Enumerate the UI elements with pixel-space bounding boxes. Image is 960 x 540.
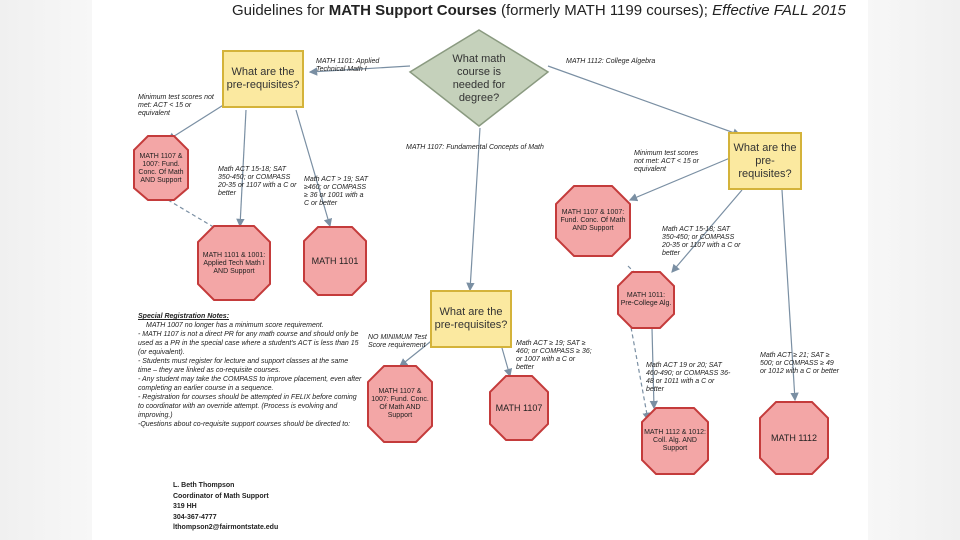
octagon-l2 bbox=[197, 225, 271, 301]
octagon-r3-label: MATH 1112 & 1012: Coll. Alg. AND Support bbox=[644, 429, 706, 452]
arrow-diamond-middle bbox=[466, 127, 481, 292]
right-margin bbox=[868, 0, 960, 540]
title-middle: (formerly MATH 1199 courses); bbox=[496, 2, 713, 19]
contact-room: 319 HH bbox=[173, 503, 197, 510]
note-line: -Questions about co-requisite support co… bbox=[138, 421, 351, 428]
arrow-right-to-r1 bbox=[628, 157, 731, 202]
prereq-box-right: What are the pre-requisites? bbox=[728, 132, 802, 190]
contact-block: L. Beth Thompson Coordinator of Math Sup… bbox=[173, 481, 373, 534]
arrow-r2-to-r3b bbox=[625, 299, 651, 422]
arrow-diamond-left bbox=[308, 65, 411, 76]
left-margin bbox=[0, 0, 92, 540]
octagon-m2 bbox=[489, 375, 549, 441]
decision-diamond bbox=[408, 29, 550, 127]
prereq-box-middle: What are the pre-requisites? bbox=[430, 290, 512, 348]
notes-heading: Special Registration Notes: bbox=[138, 313, 230, 320]
arrow-left-to-l2 bbox=[236, 109, 247, 228]
note-line: - Any student may take the COMPASS to im… bbox=[138, 376, 362, 392]
condition-left-high: Math ACT > 19; SAT ≥460; or COMPASS ≥ 36… bbox=[304, 176, 368, 207]
octagon-l3-label: MATH 1101 bbox=[311, 255, 359, 266]
contact-phone: 304-367-4777 bbox=[173, 513, 217, 521]
octagon-r1-label: MATH 1107 & 1007: Fund. Conc. Of Math AN… bbox=[560, 209, 626, 232]
contact-role: Coordinator of Math Support bbox=[173, 492, 269, 500]
note-line: MATH 1007 no longer has a minimum score … bbox=[146, 322, 324, 329]
condition-right-high: Math ACT ≥ 21; SAT ≥ 500; or COMPASS ≥ 4… bbox=[760, 352, 839, 375]
arrow-r2-to-r3 bbox=[649, 327, 659, 410]
octagon-l1-label: MATH 1107 & 1007: Fund. Conc. Of Math AN… bbox=[138, 153, 184, 184]
branch-label-middle: MATH 1107: Fundamental Concepts of Math bbox=[406, 144, 544, 151]
contact-name: L. Beth Thompson bbox=[173, 482, 235, 489]
arrow-left-to-l1 bbox=[166, 103, 226, 141]
condition-right-mid2: Math ACT 19 or 20; SAT 460-490; or COMPA… bbox=[646, 362, 731, 393]
condition-left-min: Minimum test scores not met: ACT < 15 or… bbox=[138, 94, 214, 117]
octagon-r4-label: MATH 1112 bbox=[770, 432, 817, 443]
octagon-m1 bbox=[367, 365, 433, 443]
page-title: Guidelines for MATH Support Courses (for… bbox=[232, 2, 846, 24]
octagon-r2-label: MATH 1011: Pre-College Alg. bbox=[620, 292, 672, 307]
octagon-l3 bbox=[303, 226, 367, 296]
condition-middle-high: Math ACT ≥ 19; SAT ≥ 460; or COMPASS ≥ 3… bbox=[516, 340, 592, 371]
note-line: - MATH 1107 is not a direct PR for any m… bbox=[138, 331, 359, 356]
registration-notes: Special Registration Notes: MATH 1007 no… bbox=[138, 312, 362, 429]
arrow-left-to-l3 bbox=[295, 109, 333, 228]
arrow-right-to-r2 bbox=[671, 189, 743, 273]
condition-left-mid: Math ACT 15-18; SAT 350-450; or COMPASS … bbox=[218, 166, 297, 197]
condition-middle-none: NO MINIMUM Test Score requirement bbox=[368, 334, 427, 349]
title-prefix: Guidelines for bbox=[232, 2, 329, 19]
octagon-r3 bbox=[641, 407, 709, 475]
note-line: - Students must register for lecture and… bbox=[138, 358, 349, 374]
octagon-r1 bbox=[555, 185, 631, 257]
octagon-m2-label: MATH 1107 bbox=[495, 402, 543, 413]
octagon-r2 bbox=[617, 271, 675, 329]
condition-right-min: Minimum test scores not met: ACT < 15 or… bbox=[634, 150, 699, 173]
arrow-l1-to-l2 bbox=[167, 199, 234, 239]
contact-email[interactable]: lthompson2@fairmontstate.edu bbox=[173, 524, 279, 531]
arrow-diamond-right bbox=[547, 65, 742, 137]
octagon-r4 bbox=[759, 401, 829, 475]
octagon-l1 bbox=[133, 135, 189, 201]
note-line: - Registration for courses should be att… bbox=[138, 394, 357, 419]
arrow-right-to-r4 bbox=[781, 189, 799, 402]
title-bold: MATH Support Courses bbox=[328, 2, 497, 19]
branch-label-left: MATH 1101: Applied Technical Math I bbox=[316, 58, 380, 73]
condition-right-mid: Math ACT 15-18; SAT 350-450; or COMPASS … bbox=[662, 226, 741, 257]
diamond-question: What math course is needed for degree? bbox=[452, 53, 506, 104]
octagon-l2-label: MATH 1101 & 1001: Applied Tech Math I AN… bbox=[202, 252, 266, 275]
prereq-box-left: What are the pre-requisites? bbox=[222, 50, 304, 108]
branch-label-right: MATH 1112: College Algebra bbox=[566, 58, 656, 65]
title-effective: Effective FALL 2015 bbox=[712, 2, 846, 19]
octagon-m1-label: MATH 1107 & 1007: Fund. Conc. Of Math AN… bbox=[371, 388, 429, 419]
